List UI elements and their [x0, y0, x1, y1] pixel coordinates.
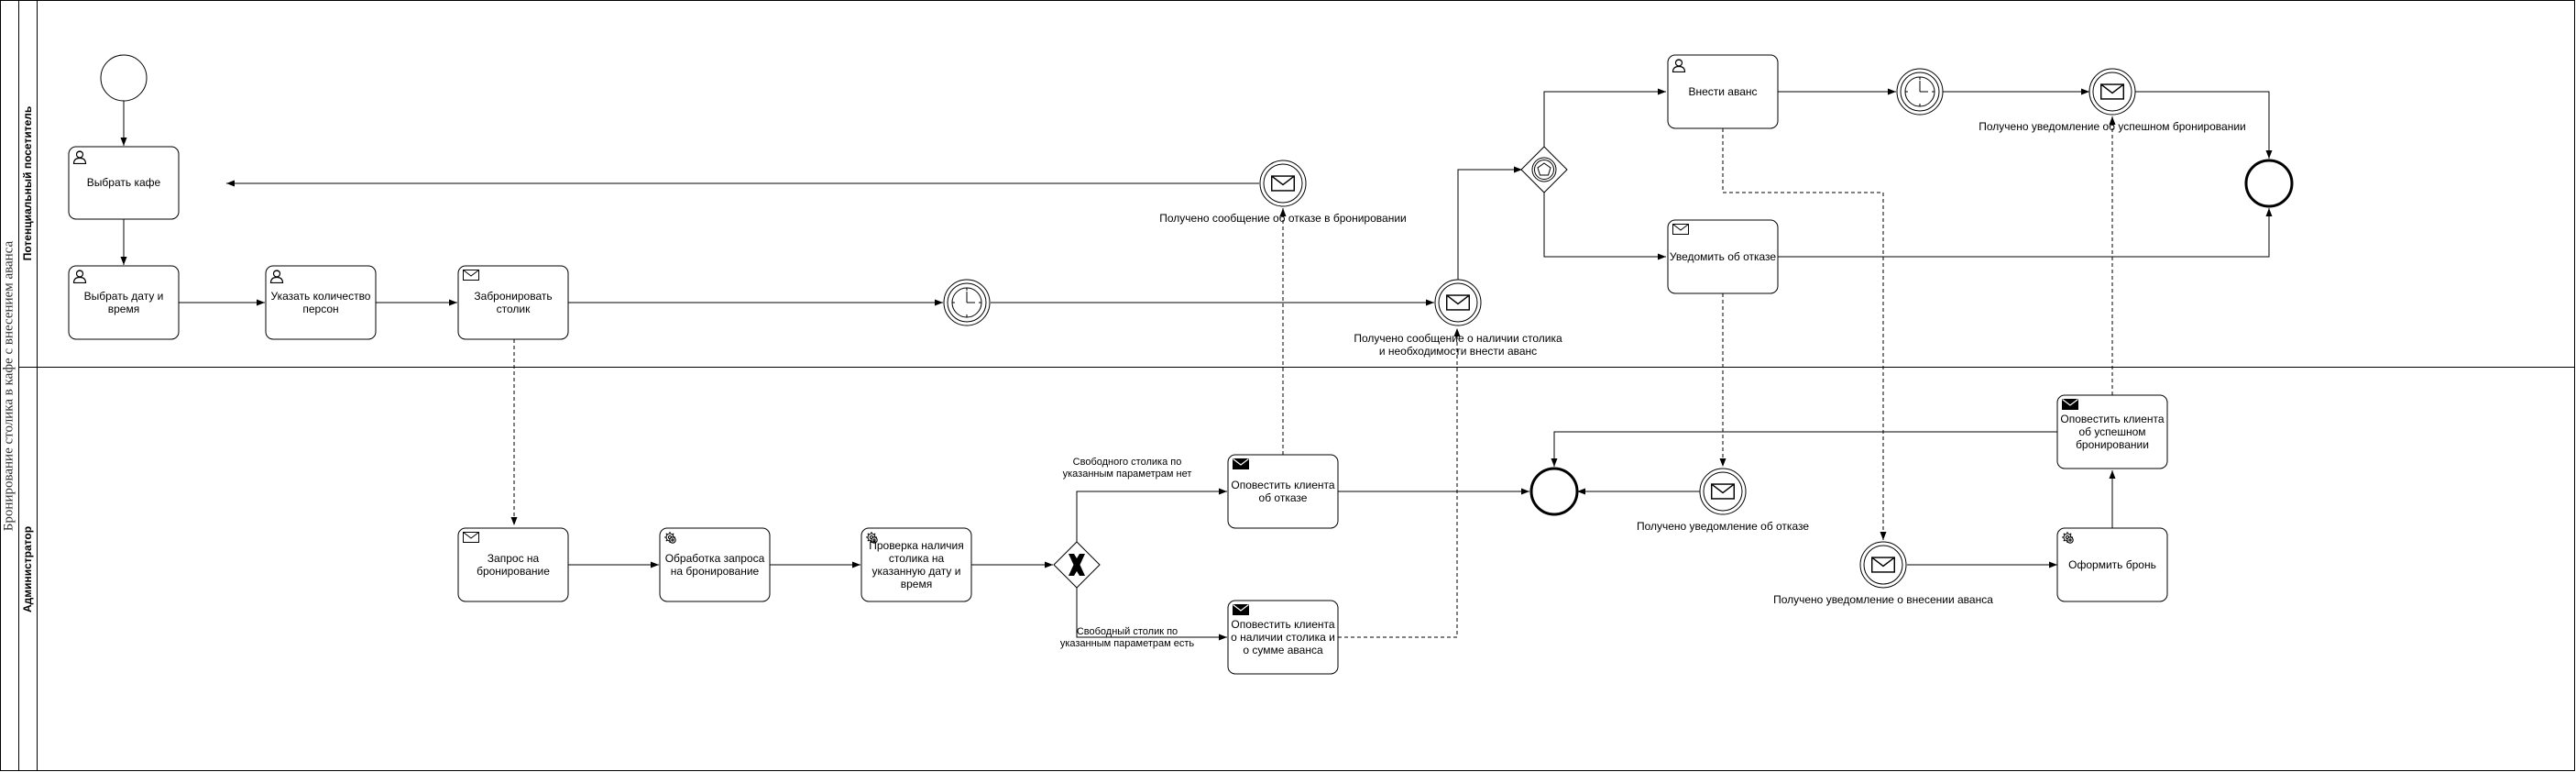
- start-event: [100, 54, 148, 102]
- pool-title-text: Бронирование столика в кафе с внесением …: [1, 240, 16, 532]
- task-label-notify-client-success: Оповестить клиента об успешном бронирова…: [2060, 413, 2165, 451]
- task-label-notify-client-availability: Оповестить клиента о наличии столика и о…: [1231, 618, 1335, 656]
- message-flows: [510, 116, 2116, 638]
- message-event-refusal-admin: [1699, 468, 1747, 515]
- sequence-flows-visitor: [120, 88, 2273, 306]
- event-label-advance-notification: Получено уведомление о внесении аванса: [1773, 593, 1993, 606]
- event-label-refusal-notification: Получено уведомление об отказе: [1636, 520, 1810, 533]
- exclusive-gateway: [1053, 541, 1101, 589]
- task-label-notify-refusal: Уведомить об отказе: [1669, 250, 1777, 263]
- task-label-choose-datetime: Выбрать дату и время: [83, 290, 164, 315]
- gateway-label-no-table: Свободного столика по указанным параметр…: [1062, 457, 1192, 480]
- event-label-success-notification: Получено уведомление об успешном брониро…: [1979, 120, 2246, 133]
- message-event-availability: [1434, 279, 1482, 326]
- lane-title-visitor: Потенциальный посетитель: [18, 0, 37, 367]
- task-label-process-request: Обработка запроса на бронирование: [664, 552, 765, 578]
- lane-title-admin: Администратор: [18, 367, 37, 772]
- task-pay-advance: [1667, 54, 1779, 129]
- message-event-advance-admin: [1859, 541, 1907, 589]
- task-label-pay-advance: Внести аванс: [1688, 85, 1758, 98]
- task-label-specify-persons: Указать количество персон: [270, 290, 371, 315]
- timer-event-advance: [1896, 68, 1944, 116]
- task-specify-persons: [265, 265, 377, 340]
- task-process-request: [659, 527, 771, 602]
- event-label-refusal-received: Получено сообщение об отказе в бронирова…: [1159, 212, 1407, 225]
- task-book-table: [457, 265, 569, 340]
- task-label-check-availability: Проверка наличия столика на указанную да…: [869, 539, 964, 590]
- task-label-choose-cafe: Выбрать кафе: [86, 176, 161, 189]
- pool-title: Бронирование столика в кафе с внесением …: [0, 0, 18, 772]
- gateway-label-table-available: Свободный столик по указанным параметрам…: [1059, 626, 1195, 649]
- task-notify-client-availability: [1227, 600, 1339, 675]
- task-choose-cafe: [68, 146, 180, 220]
- task-choose-datetime: [68, 265, 180, 340]
- message-event-refusal: [1259, 160, 1307, 207]
- event-based-gateway: [1520, 146, 1568, 193]
- task-label-booking-request: Запрос на бронирование: [477, 552, 550, 578]
- task-check-availability: [860, 527, 972, 602]
- task-label-book-table: Забронировать столик: [474, 290, 553, 315]
- sequence-flows-admin: [568, 431, 2116, 641]
- task-label-make-booking: Оформить бронь: [2068, 558, 2156, 571]
- task-make-booking: [2056, 527, 2168, 602]
- task-label-notify-client-refusal: Оповестить клиента об отказе: [1231, 479, 1335, 504]
- message-event-success: [2088, 68, 2136, 116]
- lane-admin-label: Администратор: [21, 525, 34, 613]
- task-booking-request: [457, 527, 569, 602]
- lane-visitor-label: Потенциальный посетитель: [21, 105, 34, 261]
- task-notify-client-success: [2056, 394, 2168, 469]
- task-notify-client-refusal: [1227, 454, 1339, 529]
- timer-event-wait: [943, 279, 991, 326]
- task-notify-refusal: [1667, 219, 1779, 294]
- end-event-admin: [1529, 467, 1579, 516]
- end-event-visitor: [2244, 159, 2294, 208]
- event-label-availability-received: Получено сообщение о наличии столика и н…: [1354, 332, 1562, 358]
